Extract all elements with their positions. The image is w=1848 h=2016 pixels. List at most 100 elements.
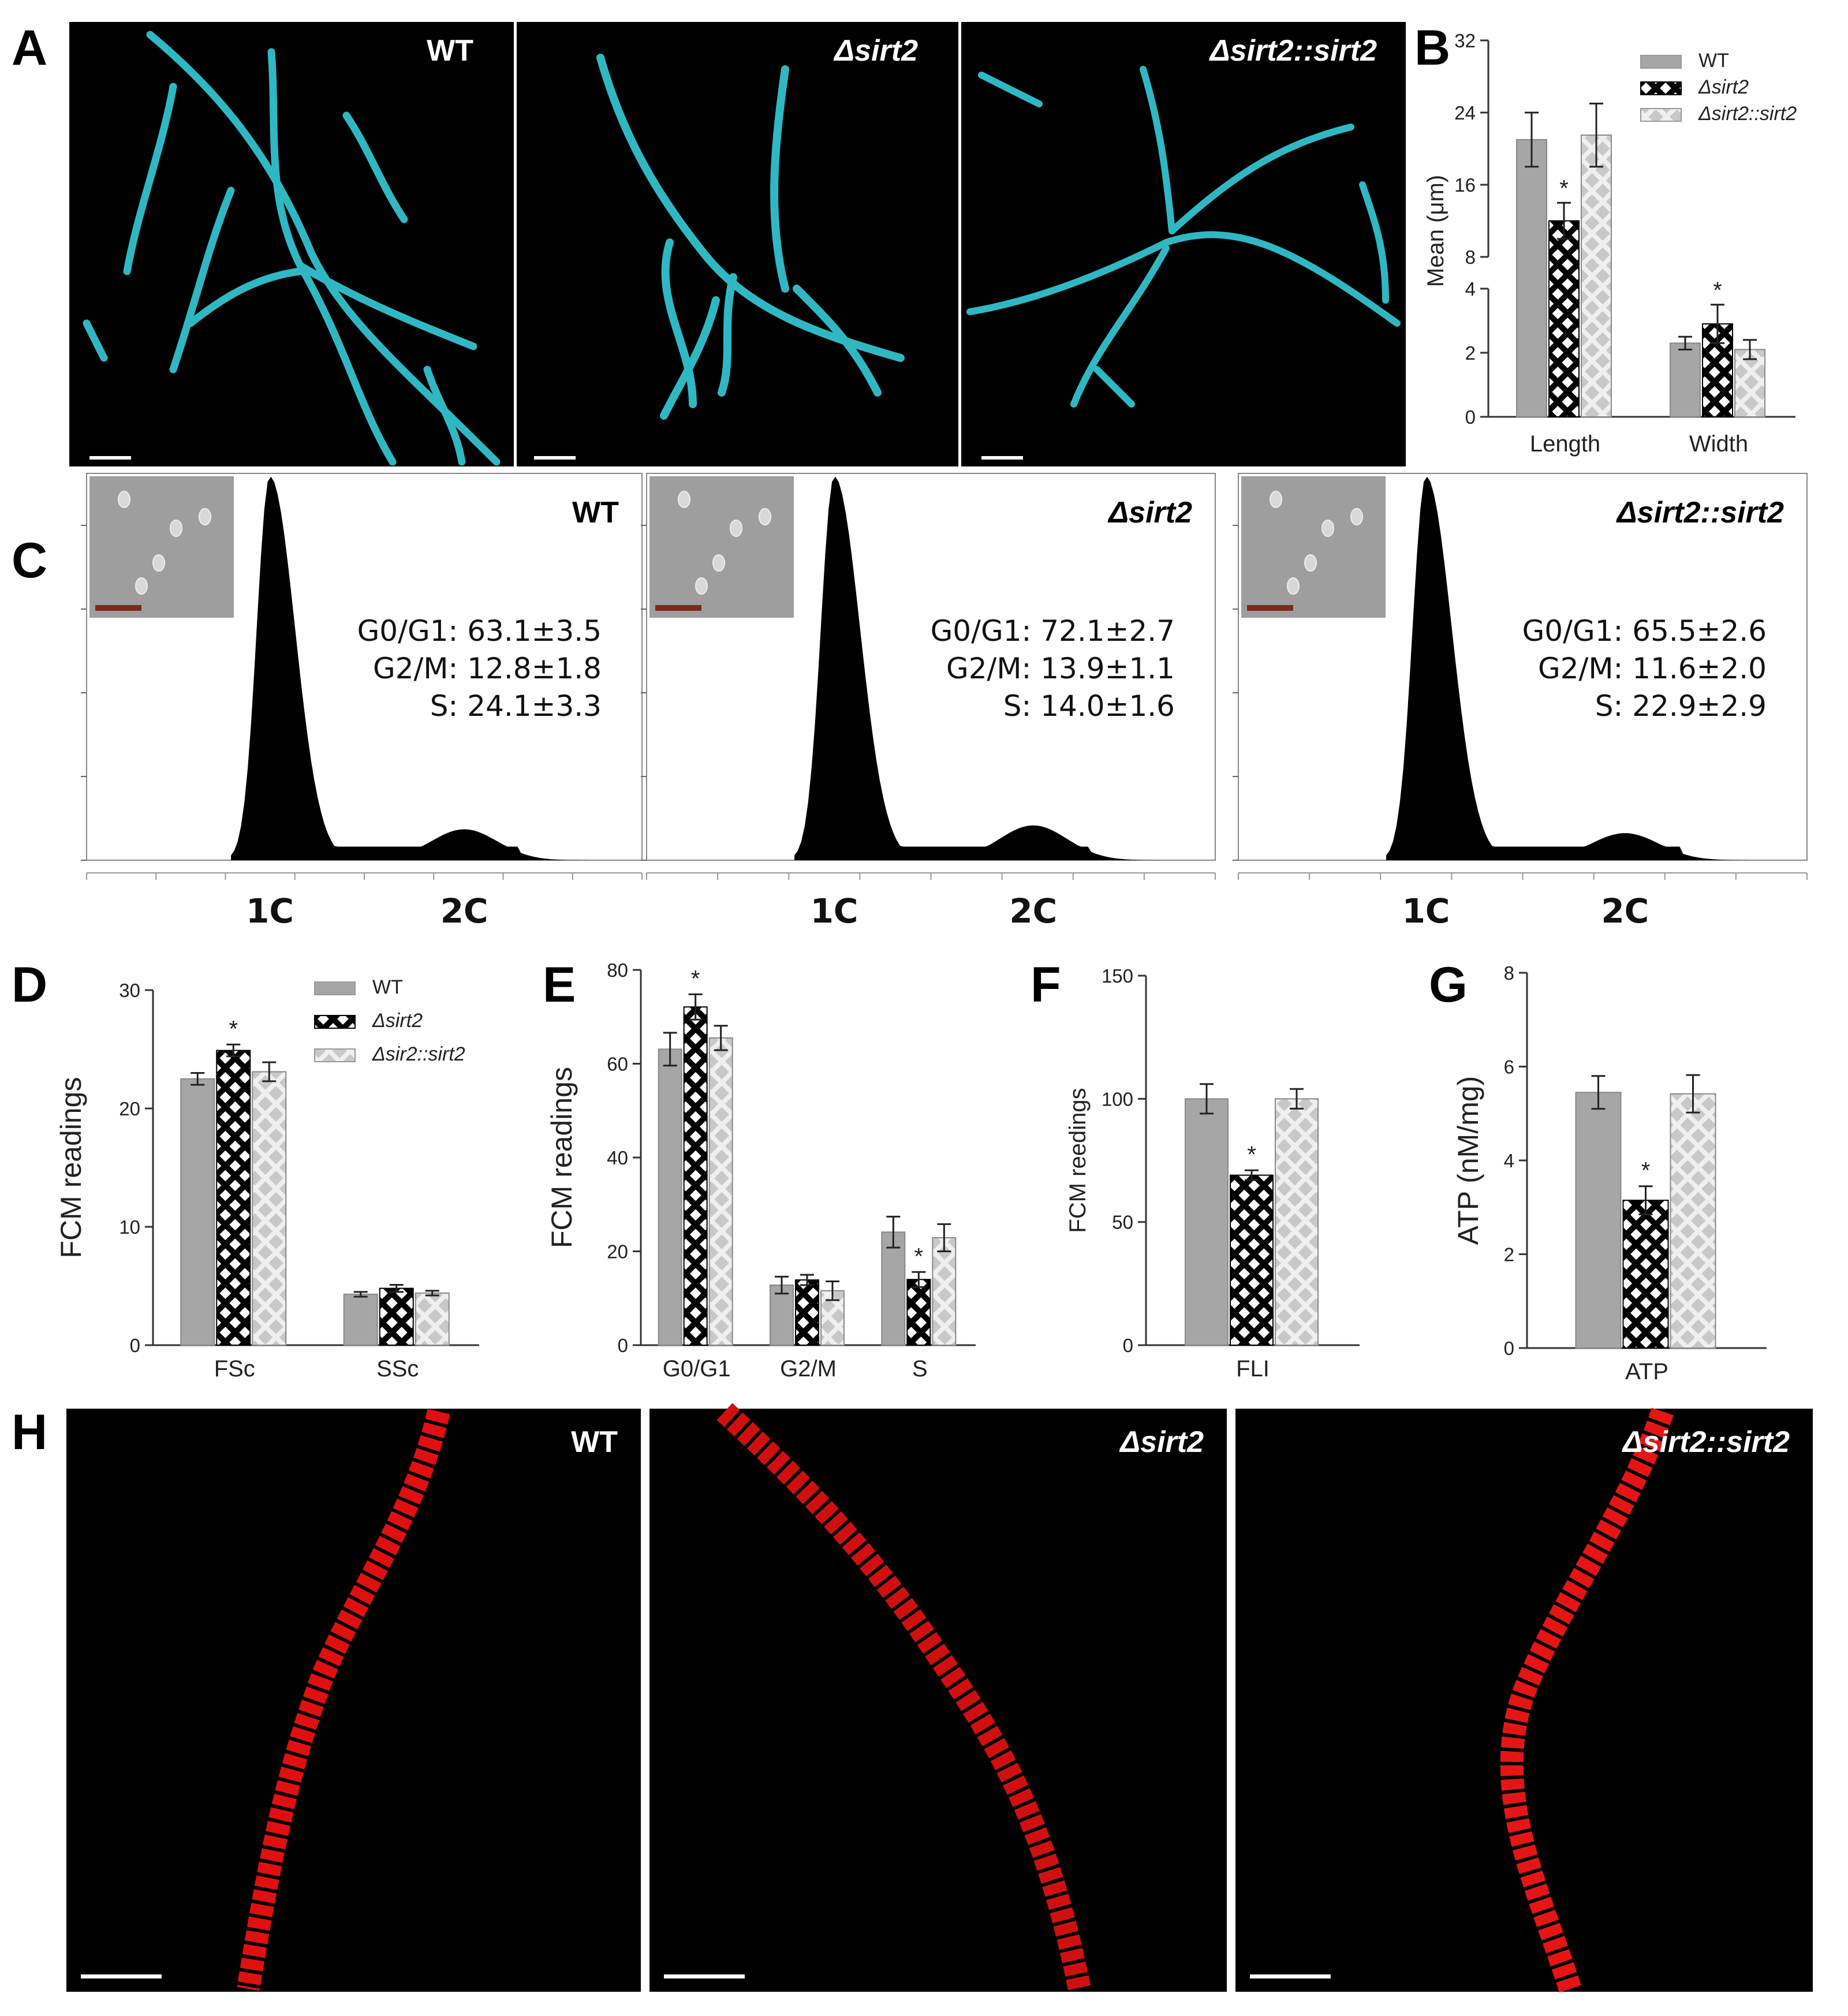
bar-G-comp-0 — [1670, 1093, 1716, 1349]
bar-D-comp-1 — [415, 1292, 450, 1346]
scale-bar-h-comp — [1250, 1974, 1331, 1978]
histogram-1 — [794, 476, 1204, 860]
bar-E-comp-0 — [708, 1037, 733, 1346]
panel-label-f: F — [1031, 957, 1061, 1013]
histogram-tick-1c-0: 1C — [246, 891, 294, 931]
histogram-stat-g0g1-1: G0/G1: 72.1±2.7 — [931, 614, 1175, 648]
scale-bar-a-comp — [981, 456, 1023, 460]
y-tick-label-D: 20 — [119, 1098, 140, 1119]
micrograph-h-label-mut: Δsirt2 — [1119, 1425, 1204, 1459]
bar-G-wt-0 — [1575, 1092, 1622, 1349]
bar-B-mut-0 — [1548, 220, 1580, 417]
y-axis-label-B: Mean (μm) — [1423, 175, 1448, 287]
inset-cell-0 — [170, 520, 182, 537]
histogram-stat-s-1: S: 14.0±1.6 — [1003, 689, 1175, 723]
y-tick-label-E: 20 — [607, 1241, 628, 1263]
micrograph-h-mut — [649, 1409, 1227, 1992]
histogram-tick-2c-0: 2C — [440, 891, 488, 931]
histogram-tick-2c-1: 2C — [1009, 891, 1057, 931]
inset-cell-1 — [678, 491, 690, 508]
inset-cell-1 — [712, 554, 725, 572]
y-tick-label-D: 0 — [130, 1335, 140, 1356]
inset-cell-0 — [199, 508, 211, 525]
micrograph-a-label-mut: Δsirt2 — [833, 34, 918, 68]
inset-micrograph-1 — [649, 476, 794, 618]
y-tick-label-G: 4 — [1504, 1150, 1514, 1171]
hypha-h-comp — [1500, 1408, 1674, 1993]
y-tick-label-B: 4 — [1465, 278, 1476, 300]
inset-cell-2 — [1270, 491, 1282, 508]
hypha-h-mut — [716, 1403, 1091, 1991]
inset-cell-2 — [1304, 554, 1317, 572]
histogram-stat-g0g1-0: G0/G1: 63.1±3.5 — [357, 614, 602, 648]
bar-D-wt-1 — [343, 1293, 378, 1346]
y-tick-label-F: 150 — [1102, 965, 1133, 987]
significance-star-D: * — [229, 1016, 238, 1041]
bar-D-wt-0 — [180, 1078, 215, 1346]
legend-label-D-comp: Δsir2::sirt2 — [372, 1043, 465, 1065]
histogram-tick-2c-2: 2C — [1601, 891, 1649, 931]
histogram-strain-label-0: WT — [572, 496, 619, 529]
y-tick-label-B: 32 — [1454, 30, 1476, 51]
inset-scale-bar-0 — [95, 605, 141, 611]
inset-cell-2 — [1350, 508, 1363, 525]
micrograph-a-mut — [517, 22, 958, 466]
significance-star-G: * — [1641, 1158, 1651, 1184]
significance-star-B: * — [1559, 176, 1569, 201]
y-tick-label-B: 0 — [1465, 406, 1476, 428]
panel-label-a: A — [12, 20, 47, 76]
legend-label-B-mut: Δsirt2 — [1698, 76, 1749, 98]
x-tick-label-B: Length — [1530, 431, 1600, 457]
panel-label-g: G — [1429, 957, 1468, 1013]
histogram-stat-s-0: S: 24.1±3.3 — [430, 689, 602, 723]
inset-cell-0 — [135, 577, 148, 595]
y-axis-label-F: FCM reedings — [1065, 1088, 1091, 1233]
legend-swatch-B-comp — [1640, 108, 1682, 122]
bar-E-mut-1 — [795, 1279, 819, 1346]
panel-label-b: B — [1414, 20, 1450, 76]
hyphae-a-wt — [83, 31, 501, 466]
bar-D-comp-0 — [252, 1071, 287, 1346]
significance-star-E: * — [691, 966, 700, 991]
y-tick-label-B: 2 — [1465, 342, 1476, 364]
significance-star-F: * — [1247, 1142, 1256, 1167]
y-tick-label-E: 80 — [607, 960, 628, 981]
y-tick-label-F: 50 — [1112, 1212, 1133, 1233]
y-tick-label-B: 16 — [1454, 174, 1476, 196]
x-tick-label-E: G0/G1 — [663, 1356, 731, 1382]
hyphae-a-comp — [966, 66, 1401, 408]
legend-label-B-comp: Δsirt2::sirt2 — [1698, 103, 1797, 125]
y-tick-label-G: 0 — [1504, 1338, 1514, 1359]
histogram-stat-g2m-0: G2/M: 12.8±1.8 — [373, 652, 602, 685]
chart-c: 1C 2C WT G0/G1: 63.1±3.5G2/M: 12.8±1.8 S: 24… — [81, 473, 1808, 931]
hypha-h-wt — [237, 1409, 450, 1991]
y-tick-label-E: 0 — [618, 1335, 628, 1356]
histogram-tick-1c-1: 1C — [811, 891, 858, 931]
scale-bar-a-wt — [89, 456, 131, 460]
y-axis-label-D: FCM readings — [55, 1077, 87, 1259]
y-axis-label-G: ATP (nM/mg) — [1452, 1076, 1484, 1245]
histogram-stat-g0g1-2: G0/G1: 65.5±2.6 — [1522, 614, 1767, 648]
histogram-0 — [231, 476, 631, 860]
inset-cell-1 — [759, 508, 771, 525]
histogram-strain-label-1: Δsirt2 — [1107, 496, 1192, 529]
bar-B-wt-0 — [1516, 139, 1547, 417]
bar-E-mut-0 — [683, 1006, 708, 1346]
legend-swatch-D-mut — [314, 1015, 356, 1029]
bar-G-mut-0 — [1622, 1200, 1669, 1349]
x-tick-label-E: S — [912, 1356, 928, 1382]
inset-scale-bar-1 — [655, 605, 701, 611]
significance-star-E: * — [914, 1244, 924, 1269]
legend-label-D-mut: Δsirt2 — [372, 1010, 423, 1032]
scale-bar-a-mut — [534, 456, 576, 460]
legend-swatch-D-comp — [314, 1048, 356, 1062]
inset-cell-2 — [1287, 577, 1300, 595]
micrograph-a-comp — [961, 22, 1406, 466]
legend-swatch-D-wt — [314, 981, 356, 995]
bar-F-comp-0 — [1275, 1098, 1319, 1346]
x-tick-label-D: FSc — [214, 1356, 255, 1382]
y-tick-label-B: 24 — [1454, 102, 1476, 124]
inset-cell-0 — [152, 554, 165, 572]
